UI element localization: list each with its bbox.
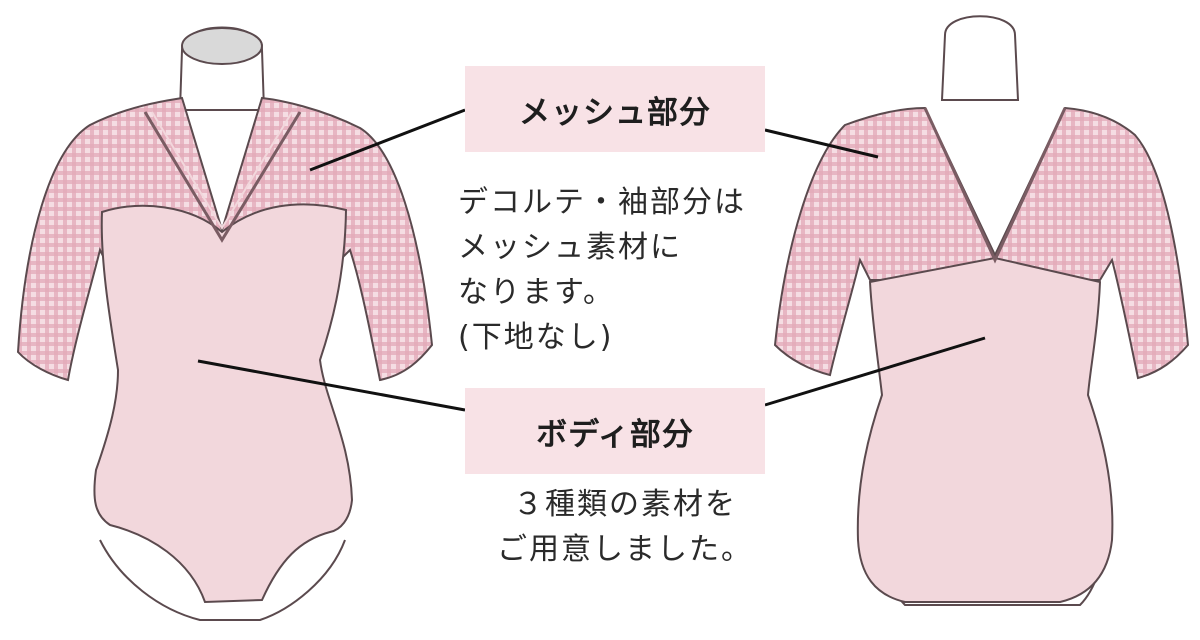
body-leader-back [764,336,986,407]
back-view-leotard [773,15,1190,606]
mesh-section-description: デコルテ・袖部分は メッシュ素材に なります。 (下地なし) [458,185,746,355]
mesh-leader-front [309,108,466,172]
body-section-label: ボディ部分 [465,388,765,474]
front-leotard-body [93,203,354,604]
back-neckline-trim [923,107,1067,264]
back-leotard-body [856,256,1114,603]
back-mannequin-neck [940,15,1020,101]
mesh-section-title: メッシュ部分 [519,94,711,131]
mesh-leader-back [764,128,879,159]
front-neckline-trim [143,111,302,243]
front-view-leotard [16,26,434,621]
body-section-description: ３種類の素材を ご用意しました。 [497,487,753,567]
body-section-title: ボディ部分 [536,416,694,453]
back-mesh-yoke-sleeves [773,106,1190,380]
mesh-section-label: メッシュ部分 [465,66,765,152]
body-leader-front [197,359,466,412]
